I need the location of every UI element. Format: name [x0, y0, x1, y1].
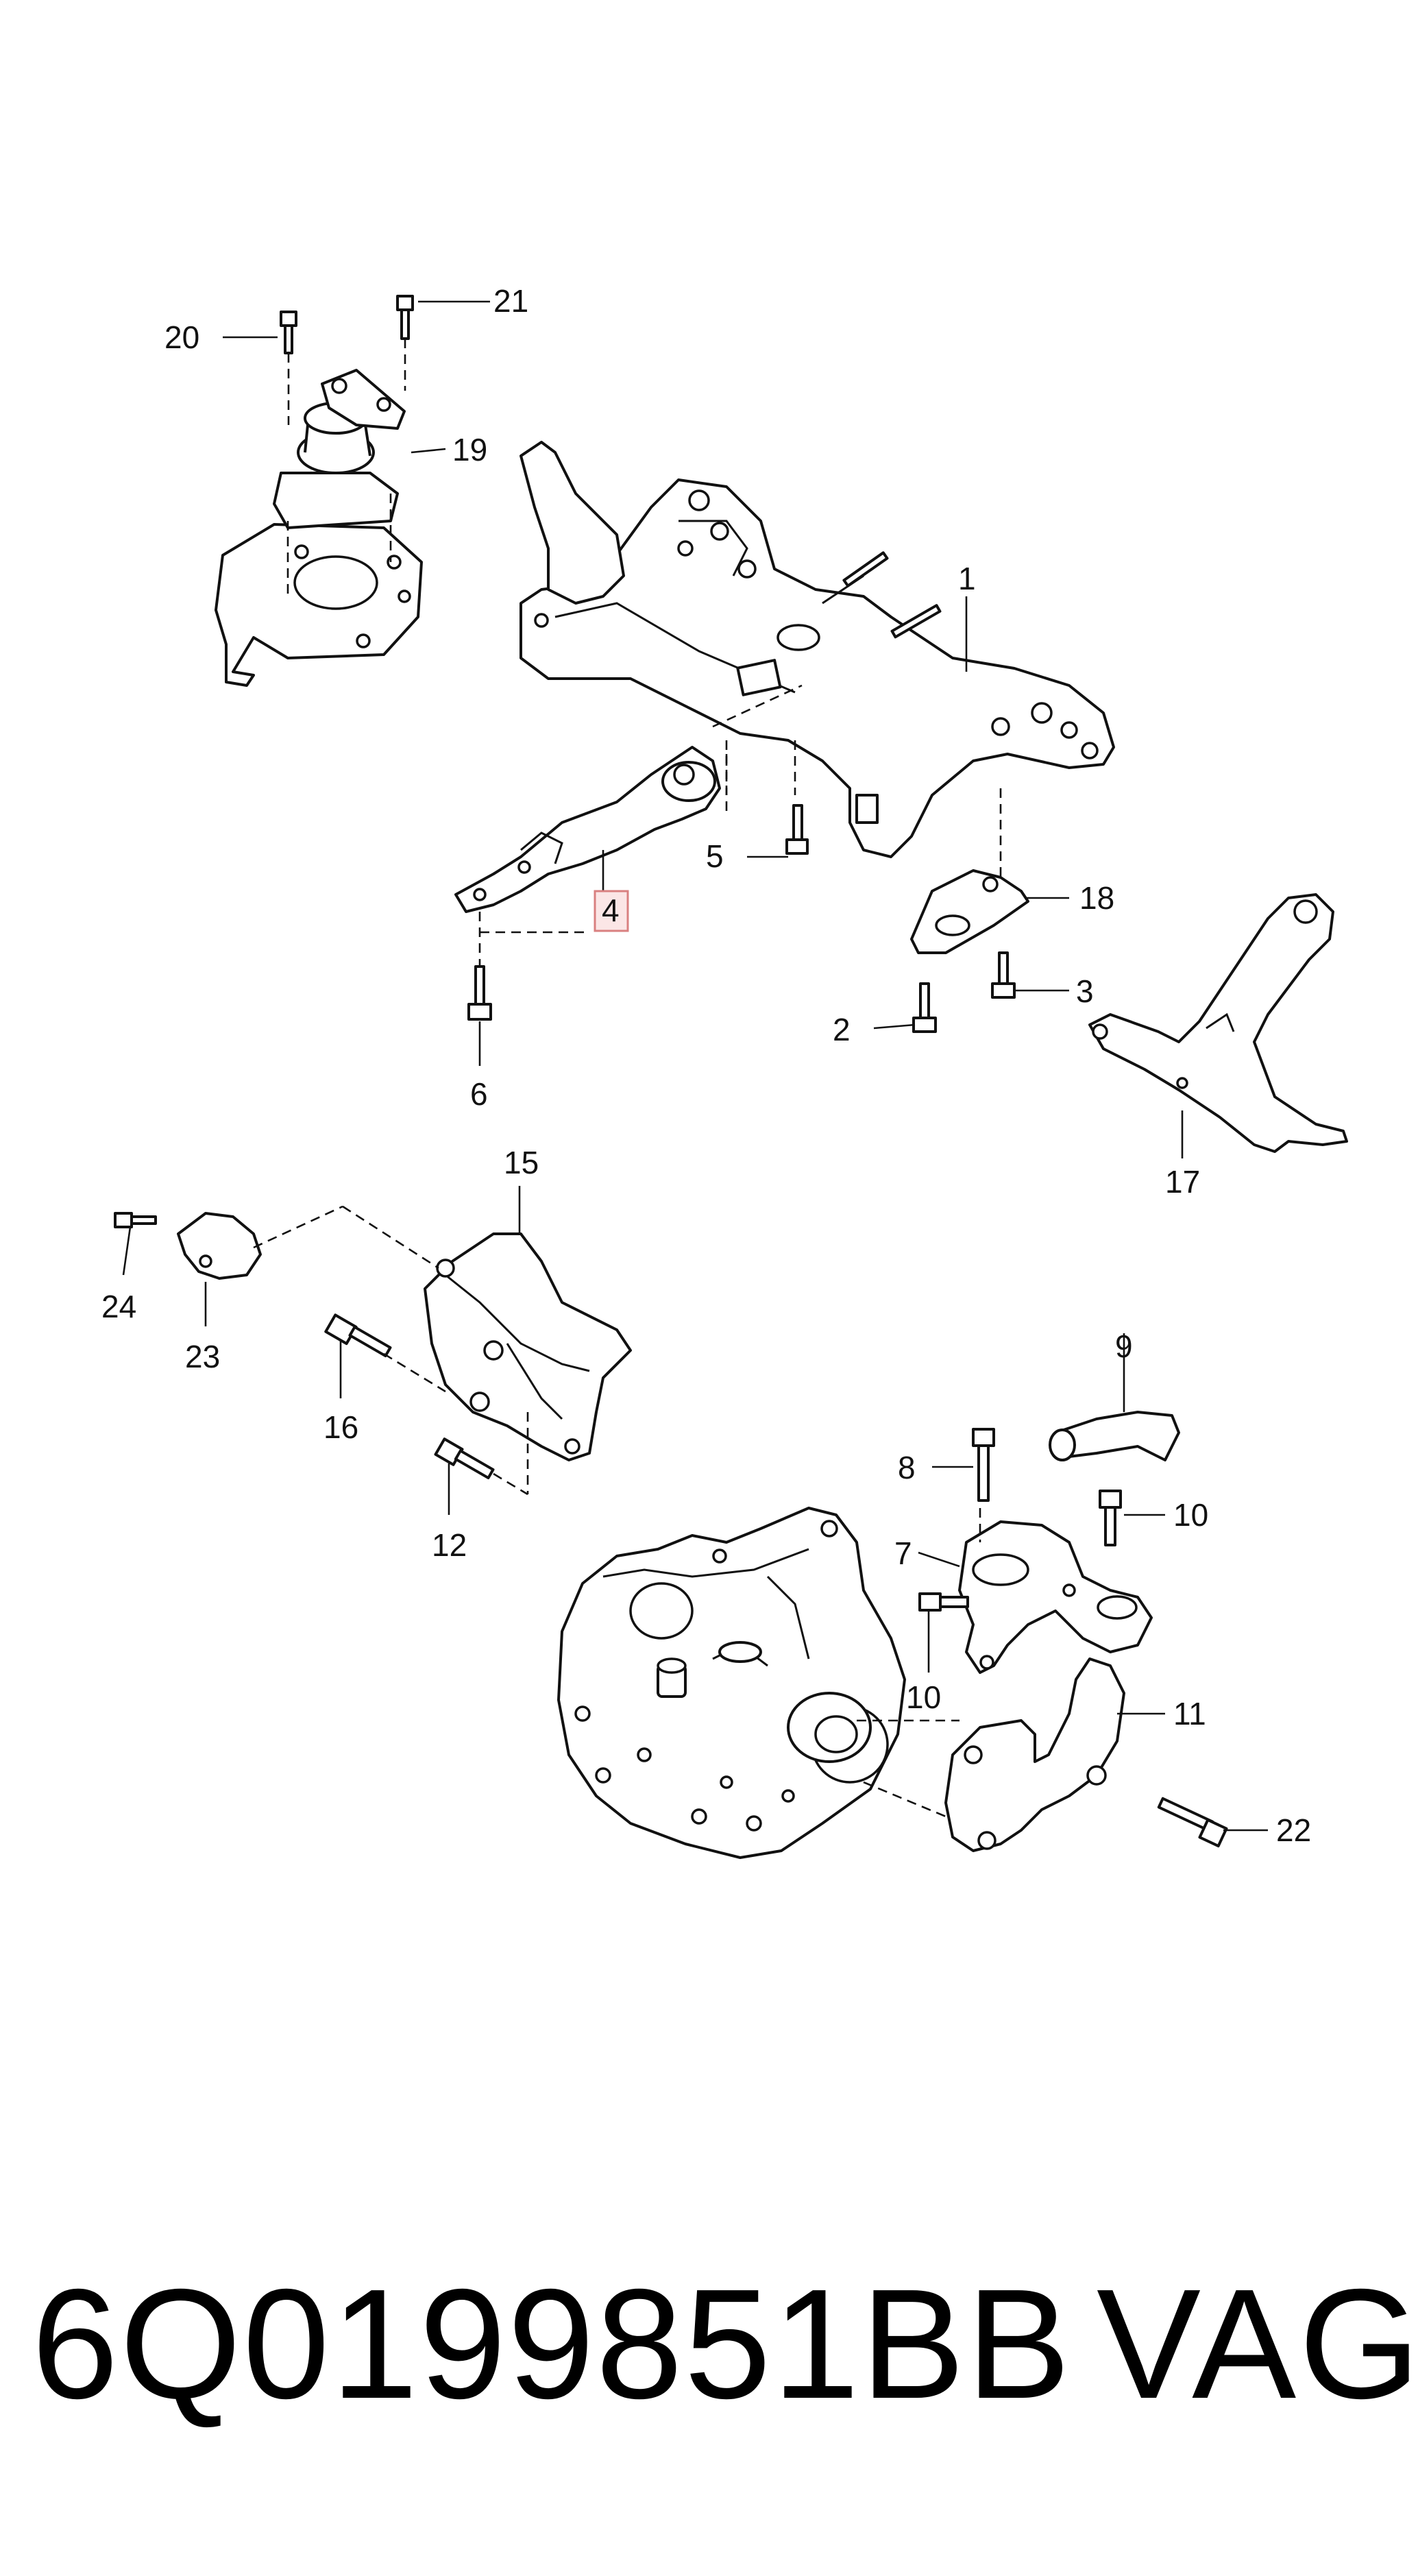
exploded-view: 20 21 19 1 4 5 18 3 2 6 17 15 24 23 16 1…	[101, 283, 1348, 1859]
leader-lines	[122, 300, 1268, 1832]
callout-2: 2	[833, 1012, 851, 1047]
callout-22: 22	[1276, 1812, 1311, 1848]
bolt-22	[1157, 1797, 1228, 1848]
callout-21: 21	[493, 283, 528, 319]
cover-9	[1049, 1411, 1180, 1461]
subframe-1	[519, 441, 1115, 884]
bolt-12	[434, 1412, 529, 1496]
torque-rod-4	[454, 684, 803, 987]
brand-name: VAG	[1097, 2257, 1418, 2431]
callout-6: 6	[470, 1076, 488, 1112]
callout-1: 1	[958, 561, 976, 596]
bolt-10-lower	[918, 1592, 969, 1612]
callout-4: 4	[602, 892, 620, 928]
callout-17: 17	[1165, 1164, 1200, 1200]
bolt-16	[324, 1313, 446, 1393]
bolt-6	[467, 965, 492, 1021]
callout-19: 19	[452, 432, 487, 467]
callout-7: 7	[894, 1535, 912, 1571]
callout-3: 3	[1076, 973, 1094, 1009]
bracket-18	[910, 869, 1029, 954]
callout-16: 16	[323, 1409, 358, 1445]
bolt-20	[280, 311, 297, 425]
footer: 6Q0199851BB VAG	[0, 2255, 1418, 2461]
callout-11: 11	[1173, 1696, 1206, 1731]
clip-23	[177, 1205, 439, 1280]
gearbox-mount-7	[958, 1508, 1153, 1674]
callout-23: 23	[185, 1339, 220, 1374]
callout-20: 20	[164, 319, 199, 355]
bracket-15	[424, 1232, 632, 1461]
control-arm-17	[1088, 893, 1348, 1153]
bolt-3	[991, 951, 1016, 999]
bolt-5	[785, 804, 809, 855]
callout-10-upper: 10	[1173, 1497, 1208, 1533]
callout-18: 18	[1079, 880, 1114, 916]
callout-4-highlight	[594, 890, 629, 932]
callout-15: 15	[504, 1145, 539, 1180]
bracket-11	[944, 1657, 1125, 1852]
callout-24: 24	[101, 1289, 136, 1324]
callout-12: 12	[432, 1527, 467, 1563]
callout-labels: 20 21 19 1 4 5 18 3 2 6 17 15 24 23 16 1…	[101, 283, 1311, 1848]
callout-9: 9	[1115, 1328, 1133, 1364]
callout-10-lower: 10	[906, 1679, 941, 1715]
bolt-10-upper	[1099, 1490, 1122, 1546]
bolt-21	[396, 295, 414, 391]
gearbox-housing	[557, 1507, 959, 1859]
bolt-8	[972, 1428, 995, 1502]
part-number: 6Q0199851BB	[32, 2257, 1072, 2431]
bolt-24	[114, 1212, 157, 1228]
callout-5: 5	[706, 838, 724, 874]
engine-mount-19	[215, 369, 423, 687]
callout-8: 8	[898, 1450, 916, 1485]
bolt-2	[912, 982, 937, 1033]
